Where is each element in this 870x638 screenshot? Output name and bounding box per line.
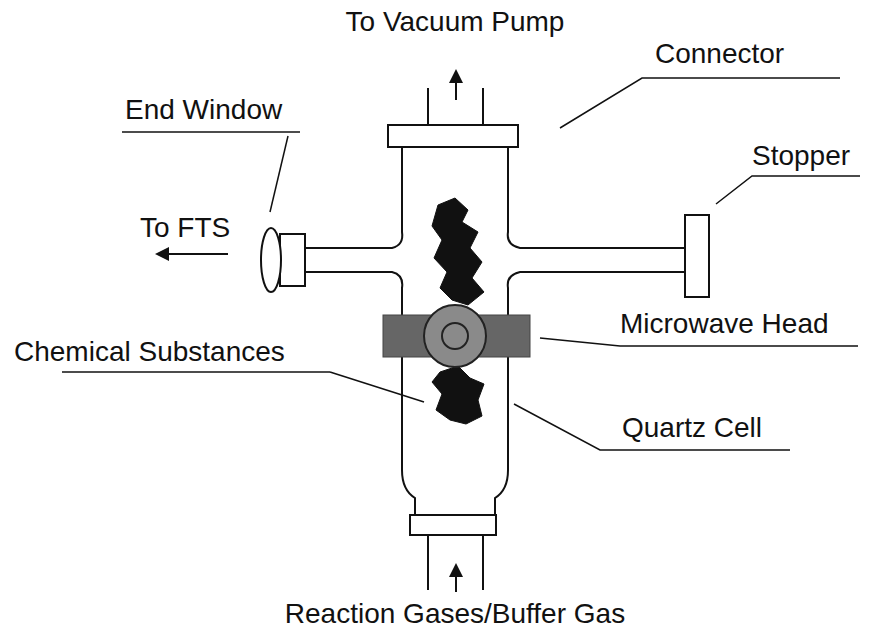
part-label: Quartz Cell	[622, 412, 762, 444]
part-label: To Vacuum Pump	[346, 6, 565, 38]
part-label: End Window	[125, 94, 282, 126]
part-label: Stopper	[752, 140, 850, 172]
part-label: Connector	[655, 38, 784, 70]
part-label: Microwave Head	[620, 308, 829, 340]
part-label: Reaction Gases/Buffer Gas	[285, 598, 625, 630]
part-label: To FTS	[140, 212, 230, 244]
part-label: Chemical Substances	[14, 336, 285, 368]
